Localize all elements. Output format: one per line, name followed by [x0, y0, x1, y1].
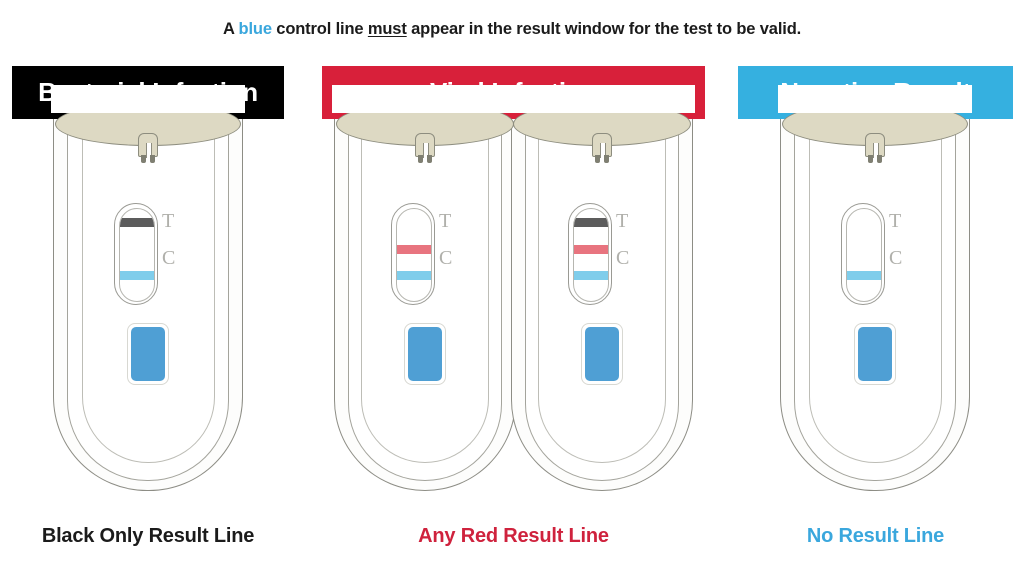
band-control-blue [120, 271, 154, 280]
banner-suffix: appear in the result window for the test… [406, 20, 802, 38]
sample-well-fill [408, 327, 442, 381]
band-test-red [574, 245, 608, 254]
band-test-black [574, 218, 608, 227]
result-window-outer [391, 203, 435, 305]
panel-negative: Negative Result [738, 66, 1013, 556]
cassette-notch-icon [865, 133, 885, 163]
cassette-stage-bacterial: T C [12, 85, 284, 501]
tc-labels: T C [616, 203, 638, 305]
sample-well [581, 323, 623, 385]
result-window-inner [573, 208, 609, 302]
banner-keyword-blue: blue [238, 20, 272, 38]
bacterial-cassette: T C [51, 85, 245, 501]
result-window: T C [568, 203, 636, 305]
caption-bacterial: Black Only Result Line [41, 525, 255, 547]
result-window-outer [568, 203, 612, 305]
band-control-blue [574, 271, 608, 280]
band-control-blue [397, 271, 431, 280]
band-test-red [397, 245, 431, 254]
label-t: T [162, 210, 175, 232]
cassette-notch-icon [138, 133, 158, 163]
result-window: T C [391, 203, 459, 305]
result-window: T C [841, 203, 909, 305]
result-panels: Bacterial Infection [0, 66, 1024, 556]
viral-cassette-black-and-red: T C [509, 85, 695, 501]
caption-viral: Any Red Result Line [418, 525, 609, 547]
result-window-inner [846, 208, 882, 302]
cassette-stage-viral: T C [322, 85, 705, 501]
sample-well [127, 323, 169, 385]
banner-prefix: A [222, 20, 239, 38]
label-t: T [439, 210, 452, 232]
result-window-inner [119, 208, 155, 302]
result-window-inner [396, 208, 432, 302]
cassette-cap-mask [332, 85, 518, 113]
result-window-outer [841, 203, 885, 305]
label-c: C [889, 247, 903, 269]
tc-labels: T C [162, 203, 184, 305]
sample-well [404, 323, 446, 385]
band-test-black [120, 218, 154, 227]
panel-viral: Viral Infection [322, 66, 705, 556]
sample-well [854, 323, 896, 385]
viral-cassette-red-only: T C [332, 85, 518, 501]
label-c: C [616, 247, 630, 269]
cassette-cap-mask [509, 85, 695, 113]
banner-mid: control line [271, 20, 368, 38]
cassette-notch-icon [592, 133, 612, 163]
result-window: T C [114, 203, 182, 305]
result-window-outer [114, 203, 158, 305]
label-t: T [889, 210, 902, 232]
validity-banner: A blue control line must appear in the r… [0, 20, 1024, 39]
label-c: C [439, 247, 453, 269]
band-control-blue [847, 271, 881, 280]
cassette-stage-negative: T C [738, 85, 1013, 501]
caption-negative: No Result Line [806, 525, 945, 547]
panel-bacterial: Bacterial Infection [12, 66, 284, 556]
tc-labels: T C [439, 203, 461, 305]
banner-keyword-must: must [367, 20, 407, 38]
cassette-cap-mask [778, 85, 972, 113]
cassette-cap-mask [51, 85, 245, 113]
sample-well-fill [585, 327, 619, 381]
cassette-notch-icon [415, 133, 435, 163]
negative-cassette: T C [778, 85, 972, 501]
label-t: T [616, 210, 629, 232]
sample-well-fill [858, 327, 892, 381]
label-c: C [162, 247, 176, 269]
tc-labels: T C [889, 203, 911, 305]
sample-well-fill [131, 327, 165, 381]
